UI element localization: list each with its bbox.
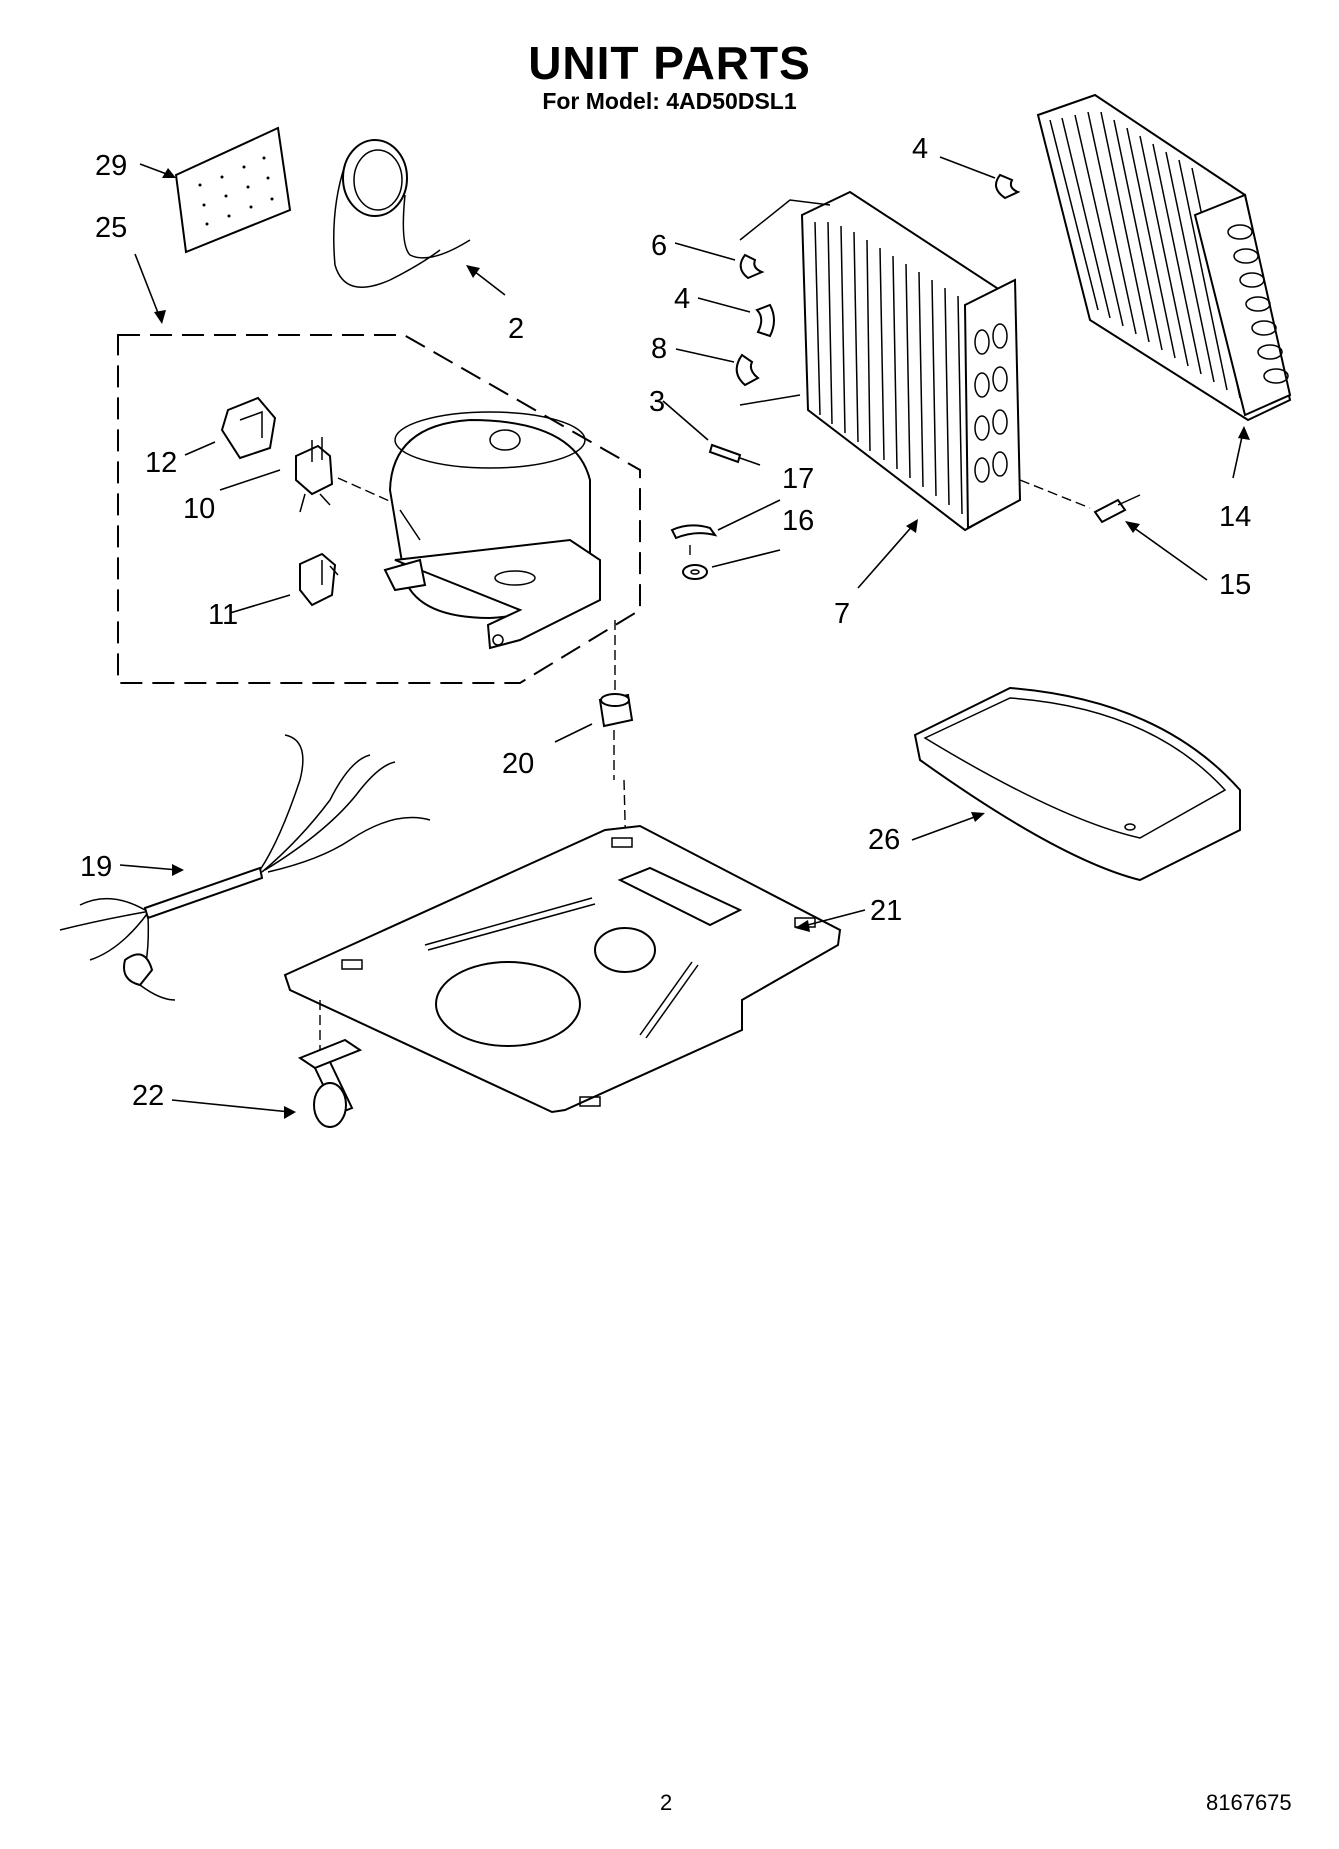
wire-harness-part [59, 734, 431, 1001]
page-number: 2 [660, 1790, 673, 1815]
callout-6: 6 [651, 230, 667, 262]
callout-20: 20 [502, 748, 534, 780]
compressor-part [383, 411, 601, 650]
callout-8: 8 [651, 333, 667, 365]
relay-cover-part [220, 396, 277, 460]
callout-29: 29 [95, 150, 127, 182]
callout-25: 25 [95, 212, 127, 244]
callout-26: 26 [868, 824, 900, 856]
clip-4-top-part [995, 173, 1021, 200]
drain-pan-part [913, 686, 1241, 882]
callout-4: 4 [674, 283, 690, 315]
washer-16-part [682, 564, 708, 580]
callout-21: 21 [870, 895, 902, 927]
caster-part [297, 1000, 363, 1128]
evaporator-coil-part [739, 190, 1022, 532]
overload-protector-part [299, 552, 339, 607]
callout-7: 7 [834, 598, 850, 630]
callout-11: 11 [208, 599, 238, 631]
clip-6-part [739, 253, 765, 280]
screw-15-part [1093, 494, 1141, 524]
page-title: UNIT PARTS [528, 37, 811, 89]
clip-4-part [755, 303, 775, 338]
filter-panel-part [174, 126, 292, 254]
exhaust-hose-part [333, 139, 471, 288]
callout-15: 15 [1219, 569, 1251, 601]
grommet-part [598, 693, 634, 728]
callout-3: 3 [649, 386, 665, 418]
callout-2: 2 [508, 313, 524, 345]
model-subtitle: For Model: 4AD50DSL1 [542, 88, 797, 114]
callout-22: 22 [132, 1080, 164, 1112]
callout-4-top: 4 [912, 133, 928, 165]
document-number: 8167675 [1206, 1790, 1292, 1815]
callout-19: 19 [80, 851, 112, 883]
callout-12: 12 [145, 447, 177, 479]
clip-17-part [670, 524, 718, 540]
clip-8-part [735, 353, 760, 387]
screw-part [708, 443, 761, 466]
callout-10: 10 [183, 493, 215, 525]
callout-17: 17 [782, 463, 814, 495]
relay-part [295, 437, 334, 513]
condenser-coil-part [1036, 93, 1292, 422]
callout-14: 14 [1219, 501, 1251, 533]
callout-16: 16 [782, 505, 814, 537]
base-pan-part [283, 824, 842, 1114]
